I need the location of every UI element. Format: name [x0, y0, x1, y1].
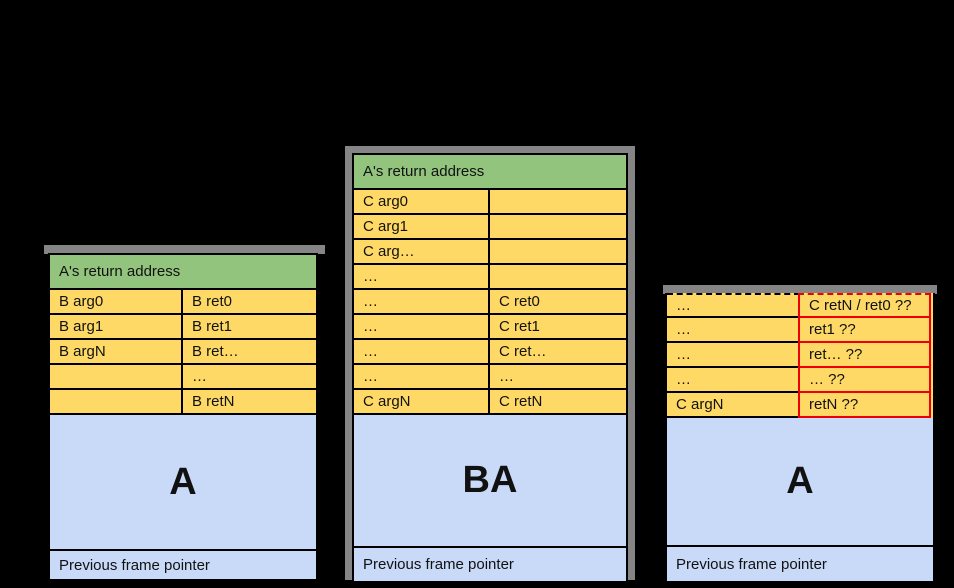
overwritten-ret-cell: C retN / ret0 ?? [798, 293, 931, 318]
arg-cell: C arg… [354, 240, 490, 265]
arg-cell: C arg0 [354, 190, 490, 215]
overwritten-ret-cell: retN ?? [798, 393, 931, 418]
ret-cell [490, 190, 626, 215]
frame-owner-label: A [50, 415, 316, 549]
stack-row: … … [354, 365, 626, 390]
ret-cell: C ret1 [490, 315, 626, 340]
stack-row: … ret1 ?? [667, 318, 933, 343]
overwritten-ret-cell: ret… ?? [798, 343, 931, 368]
stack-row: … [50, 365, 316, 390]
stack-frame-b-on-a: A's return address B arg0 B ret0 B arg1 … [48, 253, 318, 581]
ret-cell: B ret0 [183, 290, 316, 315]
stack-row: C arg0 [354, 190, 626, 215]
frame-owner-label: BA [354, 415, 626, 546]
stack-row: … C ret… [354, 340, 626, 365]
arg-cell: … [354, 365, 490, 390]
arg-cell: … [354, 290, 490, 315]
frame-shadow [44, 245, 325, 254]
stack-frame-c-on-ba: A's return address C arg0 C arg1 C arg… … [352, 153, 628, 583]
arg-cell: … [354, 340, 490, 365]
frame-owner-label: A [667, 418, 933, 545]
arg-cell: … [354, 265, 490, 290]
stack-row: … ret… ?? [667, 343, 933, 368]
arg-cell: B argN [50, 340, 183, 365]
stack-row: … C ret0 [354, 290, 626, 315]
stack-row: B arg0 B ret0 [50, 290, 316, 315]
arg-cell: C argN [354, 390, 490, 415]
stack-row: C arg1 [354, 215, 626, 240]
previous-frame-pointer: Previous frame pointer [50, 549, 316, 579]
arg-cell: … [354, 315, 490, 340]
arg-cell: … [667, 293, 800, 318]
frame-shadow [663, 285, 937, 294]
stack-row: B retN [50, 390, 316, 415]
arg-cell: … [667, 343, 800, 368]
arg-cell [50, 390, 183, 415]
stack-row: B argN B ret… [50, 340, 316, 365]
stack-row: C argN C retN [354, 390, 626, 415]
overwritten-ret-cell: … ?? [798, 368, 931, 393]
return-address-header: A's return address [354, 155, 626, 190]
ret-cell [490, 265, 626, 290]
arg-cell: C argN [667, 393, 800, 418]
ret-cell [490, 215, 626, 240]
stack-row: … C retN / ret0 ?? [667, 293, 933, 318]
return-address-header: A's return address [50, 255, 316, 290]
arg-cell [50, 365, 183, 390]
ret-cell: C ret… [490, 340, 626, 365]
stack-frame-corrupted-a: … C retN / ret0 ?? … ret1 ?? … ret… ?? …… [665, 293, 935, 583]
stack-row: … C ret1 [354, 315, 626, 340]
overwritten-ret-cell: ret1 ?? [798, 318, 931, 343]
previous-frame-pointer: Previous frame pointer [667, 545, 933, 581]
stack-row: C arg… [354, 240, 626, 265]
ret-cell: B retN [183, 390, 316, 415]
ret-cell [490, 240, 626, 265]
ret-cell: C retN [490, 390, 626, 415]
stack-row: B arg1 B ret1 [50, 315, 316, 340]
arg-cell: C arg1 [354, 215, 490, 240]
ret-cell: B ret… [183, 340, 316, 365]
ret-cell: … [490, 365, 626, 390]
stack-row: C argN retN ?? [667, 393, 933, 418]
stack-row: … [354, 265, 626, 290]
arg-cell: … [667, 368, 800, 393]
ret-cell: C ret0 [490, 290, 626, 315]
stack-row: … … ?? [667, 368, 933, 393]
arg-cell: … [667, 318, 800, 343]
ret-cell: B ret1 [183, 315, 316, 340]
arg-cell: B arg1 [50, 315, 183, 340]
arg-cell: B arg0 [50, 290, 183, 315]
ret-cell: … [183, 365, 316, 390]
previous-frame-pointer: Previous frame pointer [354, 546, 626, 581]
